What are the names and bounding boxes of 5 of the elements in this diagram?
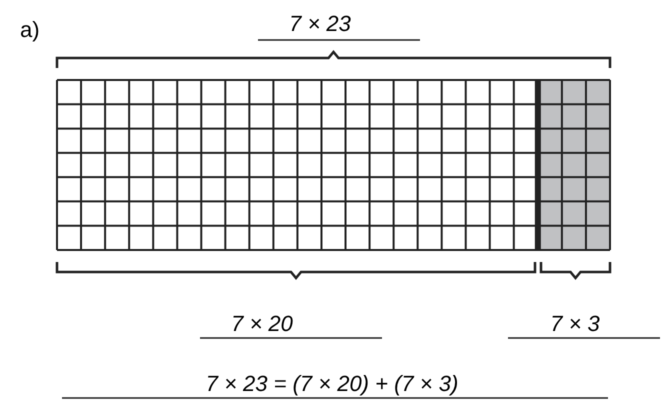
part-label: a) (20, 18, 40, 42)
math-equation: 7 × 23 = (7 × 20) + (7 × 3) (206, 372, 458, 396)
math-expression: 7 × 3 (550, 312, 600, 336)
math-expression: 7 × 20 (231, 312, 293, 336)
math-expression: 7 × 23 (289, 12, 351, 36)
